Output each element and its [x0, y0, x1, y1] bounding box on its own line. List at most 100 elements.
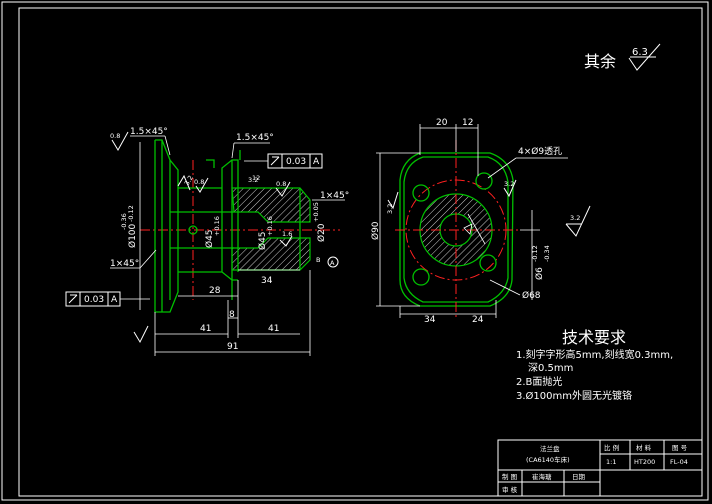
tb-drawing-no-label: 图 号 — [672, 444, 688, 452]
svg-text:0.03: 0.03 — [286, 157, 306, 167]
geom-tol-top: 0.03 A — [244, 153, 323, 169]
diam-100-tol: -0.36 — [120, 213, 128, 230]
section-cut-line — [467, 213, 486, 245]
rv-holes: 4×Ø9透孔 — [518, 146, 562, 157]
tb-material: HT200 — [634, 458, 655, 466]
svg-text:A: A — [111, 295, 118, 305]
requirement-3: 3.Ø100mm外圆无光镀铬 — [516, 389, 632, 402]
remaining-roughness-value: 6.3 — [632, 47, 648, 58]
inner-border — [18, 7, 703, 497]
tb-machine: (CA6140车床) — [526, 455, 570, 464]
chamfer-bottom-left: 1×45° — [110, 259, 139, 269]
requirement-1b: 深0.5mm — [528, 362, 573, 374]
diam-100-tol2: -0.12 — [127, 205, 135, 222]
chamfer-top-right: 1.5×45° — [236, 133, 274, 143]
rv-diam-68: Ø68 — [522, 290, 541, 301]
title-block: 法兰盘 (CA6140车床) 比 例 材 料 图 号 1:1 HT200 FL-… — [497, 439, 703, 497]
requirement-1: 1.刻字字形高5mm,刻线宽0.3mm, — [516, 348, 673, 361]
roughness-symbol — [279, 235, 293, 247]
left-section-view: 1.5×45° 1.5×45° 1×45° 1×45° 0.03 A 0.03 … — [65, 127, 349, 356]
small-hole — [188, 225, 198, 235]
tb-check-label: 审 核 — [502, 485, 518, 494]
tb-part-name: 法兰盘 — [540, 444, 560, 453]
rv-dim-20: 20 — [436, 118, 448, 128]
bore-lines — [170, 211, 234, 249]
svg-text:A: A — [313, 157, 320, 167]
dim-41-left: 41 — [200, 324, 211, 334]
tb-date-label: 日期 — [572, 473, 586, 481]
requirements-title: 技术要求 — [562, 328, 626, 347]
tb-drawn-label: 制 图 — [502, 472, 517, 481]
tb-drawn-by: 崔海瑭 — [532, 472, 552, 481]
rv-diam-6-tol: -0.34 — [543, 245, 551, 262]
rough-08-a: 0.8 — [110, 132, 120, 140]
bolt-hole-tl — [412, 184, 430, 202]
rv-dim-3-2: 3.2 — [386, 204, 394, 214]
tb-drawing-no: FL-04 — [670, 458, 688, 466]
remaining-roughness-label: 其余 — [584, 52, 616, 71]
right-front-view: 20 12 4×Ø9透孔 Ø90 3.2 3.2 Ø6 -0.34 -0.12 … — [370, 118, 591, 325]
rv-dim-12: 12 — [462, 118, 473, 128]
dim-12: 12 — [252, 174, 260, 182]
chamfer-right: 1×45° — [320, 191, 349, 201]
technical-requirements: 技术要求 1.刻字字形高5mm,刻线宽0.3mm, 深0.5mm 2.B面抛光 … — [516, 328, 673, 402]
leader — [231, 142, 235, 159]
roughness-symbol-side — [565, 205, 591, 237]
rv-dim-90: Ø90 — [370, 221, 381, 240]
leader — [164, 135, 171, 156]
remaining-roughness-symbol — [628, 43, 661, 71]
roughness-symbol — [195, 177, 209, 193]
roughness-symbol — [111, 131, 129, 151]
flange-outline — [154, 139, 301, 313]
rv-diam-6: Ø6 — [534, 267, 545, 280]
rv-diam-6-tol2: -0.12 — [531, 245, 539, 262]
rv-dim-34: 34 — [424, 315, 436, 325]
section-hatch-lower — [231, 237, 311, 271]
leader — [489, 279, 521, 296]
roughness-symbol — [275, 181, 291, 197]
leader — [487, 157, 517, 179]
roughness-symbol — [177, 174, 191, 191]
rough-08-c: 0.8 — [276, 180, 286, 188]
tb-material-label: 材 料 — [636, 443, 652, 452]
diam-20-tol: +0.05 — [312, 202, 320, 222]
dim-41-right: 41 — [268, 324, 279, 334]
geom-tol-left: 0.03 A — [65, 291, 150, 307]
tb-scale-label: 比 例 — [604, 443, 619, 452]
diam-100: Ø100 — [127, 223, 138, 248]
datum-a-circle — [327, 256, 339, 268]
flange-plate-outline — [399, 152, 514, 307]
diam-45-left: Ø45 — [204, 229, 215, 248]
rv-rough-side: 3.2 — [570, 214, 580, 222]
bolt-hole-br — [479, 254, 497, 272]
chamfer-top-left: 1.5×45° — [130, 127, 168, 137]
dim-34: 34 — [261, 276, 273, 286]
datum-b: B — [316, 256, 320, 264]
dim-28: 28 — [209, 286, 221, 296]
roughness-symbol — [503, 179, 517, 198]
diam-20: Ø20 — [316, 223, 327, 242]
rv-rough-32: 3.2 — [504, 180, 514, 188]
diam-45-right: Ø45 — [257, 231, 268, 250]
flange-plate-inner — [403, 156, 509, 303]
dim-91: 91 — [227, 342, 238, 352]
rough-32-a: 3.2 — [248, 176, 258, 184]
rv-dim-24: 24 — [472, 315, 484, 325]
step-notch-top — [206, 150, 241, 168]
bolt-hole-tr — [475, 172, 493, 190]
diam-45-left-tol: +0.16 — [213, 216, 221, 236]
bolt-hole-bl — [412, 268, 430, 286]
datum-a: A — [330, 259, 335, 267]
roughness-symbol — [133, 325, 149, 344]
diam-45-right-tol: +0.16 — [266, 216, 274, 236]
svg-text:0.03: 0.03 — [84, 295, 104, 305]
requirement-2: 2.B面抛光 — [516, 375, 562, 388]
dim-8: 8 — [229, 310, 235, 320]
dim-1-6: 1.6 — [282, 230, 292, 238]
roughness-symbol — [387, 191, 399, 210]
rough-08-b: 0.8 — [194, 178, 204, 186]
tb-scale: 1:1 — [606, 458, 616, 466]
leader — [139, 249, 157, 269]
